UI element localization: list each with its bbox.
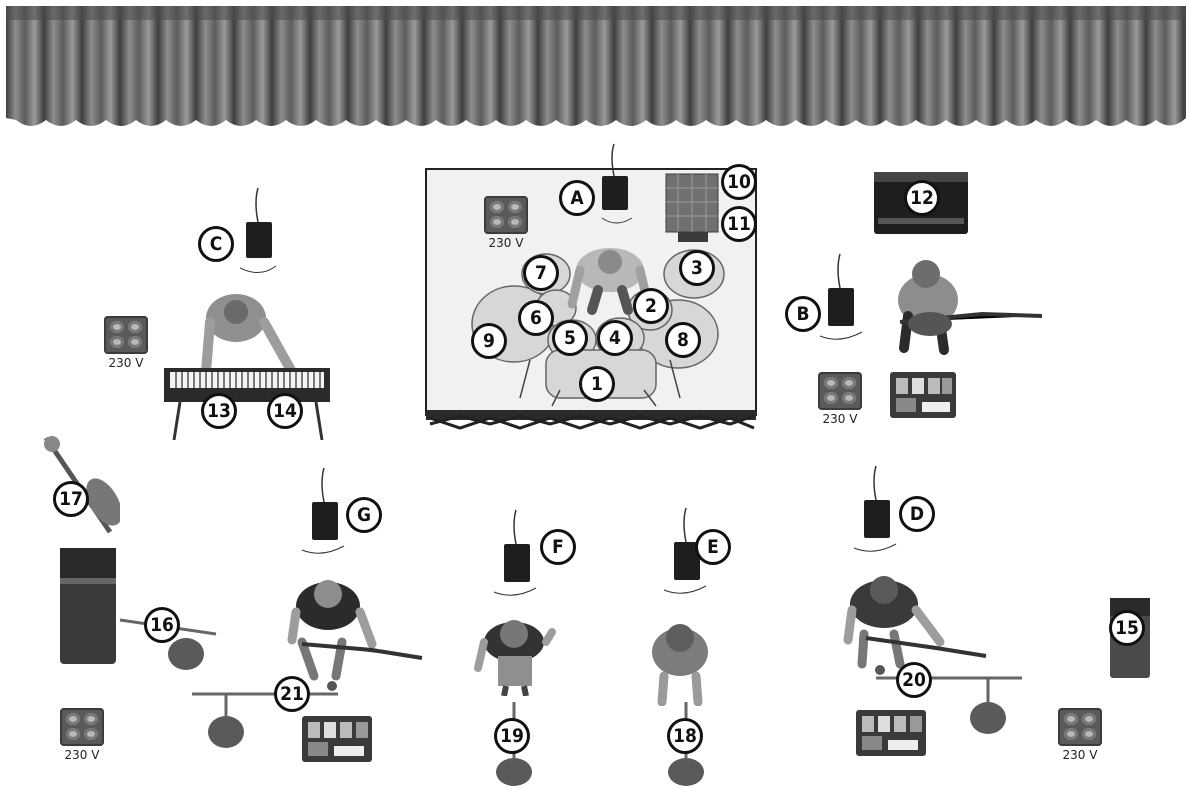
keyboardist-figure	[206, 294, 292, 372]
marker-14: 14	[267, 393, 303, 429]
stage-curtain	[6, 6, 1186, 134]
marker-d: D	[899, 496, 935, 532]
wireless-pack-icon	[596, 142, 636, 230]
marker-4: 4	[597, 320, 633, 356]
marker-7: 7	[523, 255, 559, 291]
wireless-pack-icon	[300, 466, 348, 558]
marker-8: 8	[665, 322, 701, 358]
marker-12: 12	[904, 180, 940, 216]
singer-e-figure	[642, 616, 722, 706]
marker-c: C	[198, 226, 234, 262]
marker-16: 16	[144, 607, 180, 643]
power-outlet-icon	[484, 196, 528, 234]
voltage-label: 230 V	[810, 412, 870, 426]
marker-15: 15	[1109, 610, 1145, 646]
marker-f: F	[540, 529, 576, 565]
wireless-pack-icon	[818, 252, 866, 344]
wireless-pack-icon	[492, 508, 540, 600]
singer-f-figure	[470, 612, 560, 696]
marker-9: 9	[471, 323, 507, 359]
pedal-board-b	[888, 370, 958, 420]
marker-e: E	[695, 529, 731, 565]
marker-a: A	[559, 180, 595, 216]
guitarist-b-figure	[870, 252, 1050, 362]
marker-2: 2	[633, 288, 669, 324]
voltage-label: 230 V	[1050, 748, 1110, 762]
marker-18: 18	[667, 718, 703, 754]
marker-6: 6	[518, 300, 554, 336]
pedal-board-d	[854, 708, 928, 758]
voltage-label: 230 V	[96, 356, 156, 370]
marker-20: 20	[896, 662, 932, 698]
marker-5: 5	[552, 320, 588, 356]
power-outlet-icon	[60, 708, 104, 746]
marker-b: B	[785, 296, 821, 332]
marker-13: 13	[201, 393, 237, 429]
marker-1: 1	[579, 366, 615, 402]
marker-10: 10	[721, 164, 757, 200]
power-outlet-icon	[1058, 708, 1102, 746]
pedal-board-g	[300, 714, 374, 764]
power-outlet-icon	[104, 316, 148, 354]
keyboard-station	[160, 290, 336, 440]
marker-21: 21	[274, 676, 310, 712]
power-outlet-icon	[818, 372, 862, 410]
drum-monitor	[664, 172, 724, 244]
guitarist-g-figure	[272, 572, 432, 682]
marker-19: 19	[494, 718, 530, 754]
marker-3: 3	[679, 250, 715, 286]
marker-g: G	[346, 497, 382, 533]
marker-17: 17	[53, 481, 89, 517]
wireless-pack-icon	[852, 464, 900, 556]
voltage-label: 230 V	[476, 236, 536, 250]
wireless-pack-icon	[240, 186, 280, 278]
marker-11: 11	[721, 206, 757, 242]
voltage-label: 230 V	[52, 748, 112, 762]
bass-amp	[54, 544, 120, 668]
